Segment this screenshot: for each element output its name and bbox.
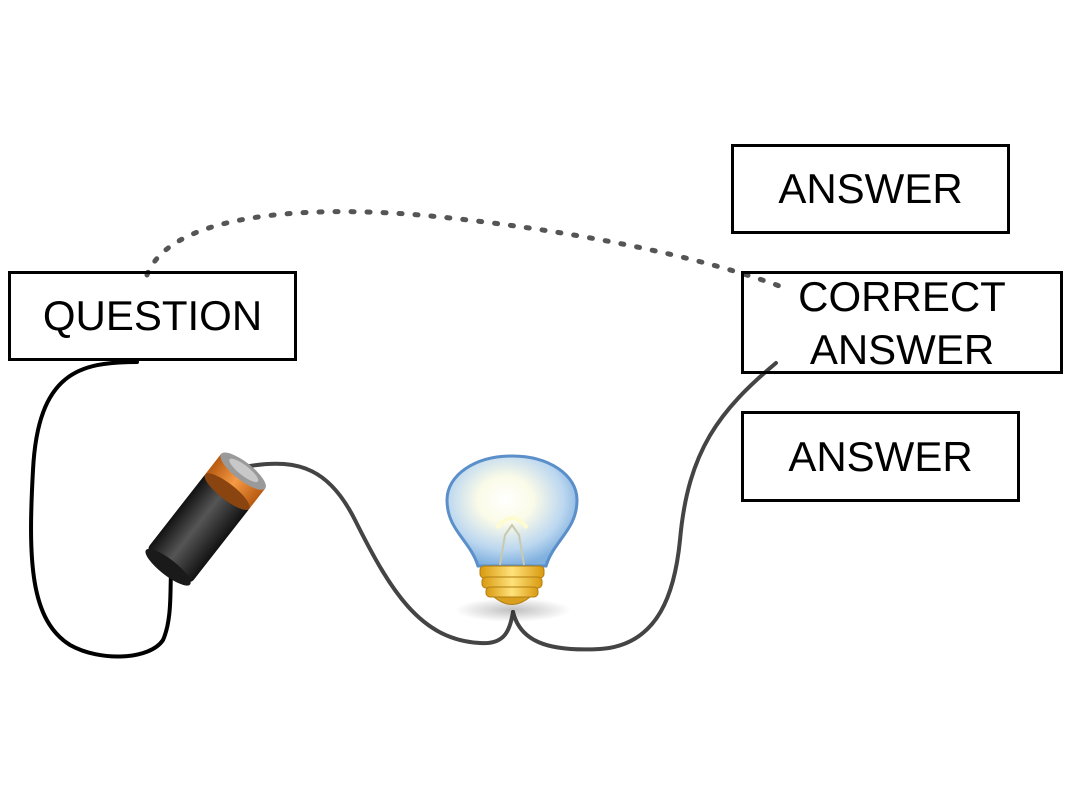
- answer-label-1: ANSWER: [778, 165, 963, 212]
- dotted-connection-line: [144, 209, 793, 293]
- question-box[interactable]: QUESTION: [8, 271, 297, 361]
- correct-answer-box[interactable]: CORRECT ANSWER: [741, 271, 1063, 374]
- wire-bulb-to-correct-answer: [511, 361, 778, 652]
- light-bulb-icon: [445, 454, 579, 622]
- answer-label-2: ANSWER: [788, 432, 973, 480]
- wire-question-to-battery: [29, 360, 173, 659]
- answer-box-1[interactable]: ANSWER: [731, 144, 1010, 234]
- question-label: QUESTION: [42, 292, 263, 339]
- wire-battery-to-bulb: [248, 461, 515, 646]
- answer-box-2[interactable]: ANSWER: [741, 411, 1020, 502]
- correct-answer-label: CORRECT ANSWER: [798, 272, 1006, 373]
- battery-icon: [145, 452, 266, 586]
